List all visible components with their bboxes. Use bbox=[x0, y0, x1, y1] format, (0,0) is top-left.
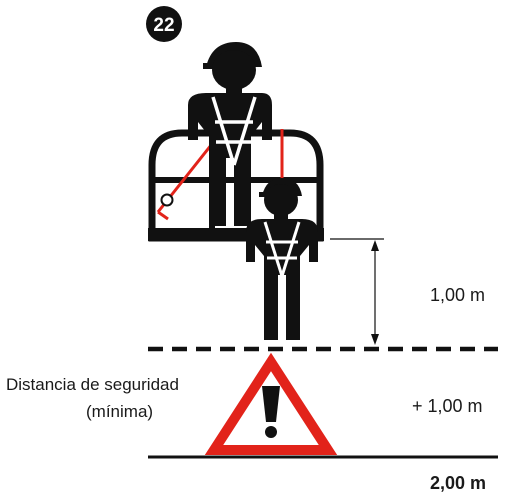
height-dimension-line bbox=[330, 238, 384, 342]
safety-distance-qualifier: (mínima) bbox=[86, 402, 154, 421]
exclamation-icon bbox=[262, 386, 280, 438]
svg-text:22: 22 bbox=[153, 15, 174, 36]
worker-in-harness-icon bbox=[188, 42, 272, 226]
warning-triangle-icon bbox=[204, 352, 338, 455]
safety-margin-label: + 1,00 m bbox=[412, 396, 483, 416]
lanyard-connector-icon bbox=[160, 193, 174, 207]
height-label: 1,00 m bbox=[430, 285, 486, 305]
total-distance-label: 2,00 m bbox=[430, 473, 487, 493]
safety-distance-label: Distancia de seguridad bbox=[6, 375, 179, 394]
figure-number-badge: 22 bbox=[146, 6, 182, 42]
worker-in-harness-icon bbox=[246, 178, 318, 340]
